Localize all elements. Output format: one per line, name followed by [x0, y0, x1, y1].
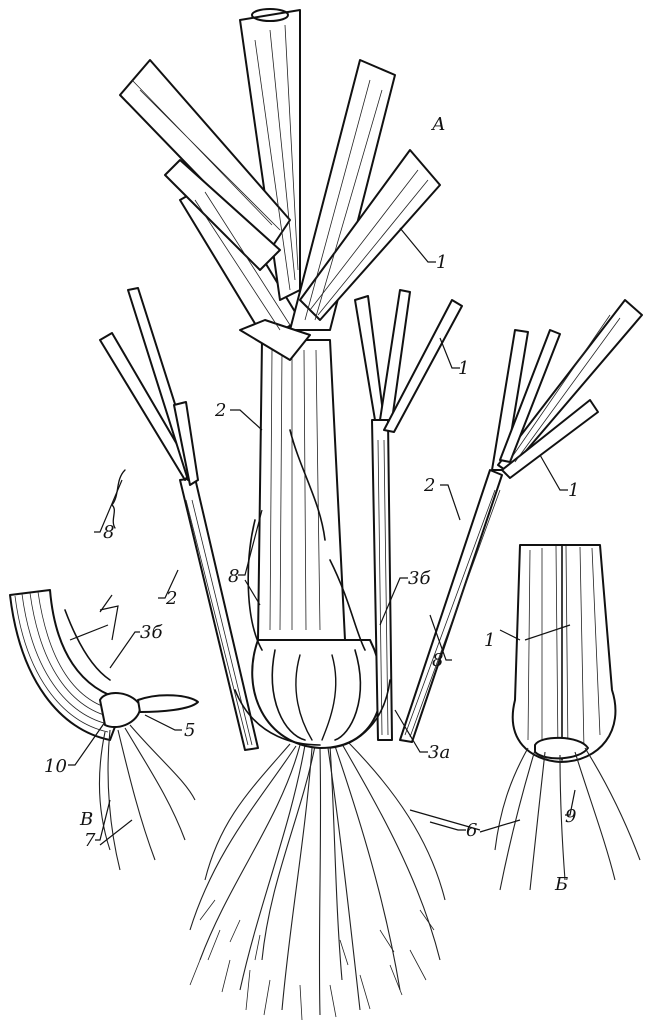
label-sheath-8c: 8 [432, 650, 443, 671]
left-side-shoot [100, 288, 258, 750]
label-bulb-1: 1 [484, 630, 495, 651]
label-leaf-1c: 1 [568, 480, 579, 501]
label-7: 7 [84, 830, 96, 851]
section-detail [10, 590, 198, 870]
panel-label-main: А [430, 114, 446, 135]
label-sheath-8a: 8 [103, 522, 114, 543]
label-5: 5 [184, 720, 195, 741]
panel-label-bulb: Б [554, 874, 568, 895]
label-stem-2c: 2 [423, 475, 435, 496]
label-9: 9 [565, 806, 576, 827]
main-plant [100, 9, 642, 1020]
label-leaf-1a: 1 [436, 252, 447, 273]
bulb-detail [495, 545, 640, 890]
label-3a: 3а [428, 742, 450, 763]
label-3b-section: 3б [140, 622, 163, 643]
label-leaf-1b: 1 [458, 358, 469, 379]
panel-label-section: В [79, 809, 93, 830]
label-roots-6: 6 [466, 820, 477, 841]
central-leaf-fan [120, 9, 440, 360]
label-sheath-8b: 8 [228, 566, 239, 587]
main-roots [190, 742, 445, 1020]
label-3b-main: 3б [408, 568, 431, 589]
label-stem-2a: 2 [214, 400, 226, 421]
label-10: 10 [44, 756, 67, 777]
label-stem-2b: 2 [165, 588, 177, 609]
